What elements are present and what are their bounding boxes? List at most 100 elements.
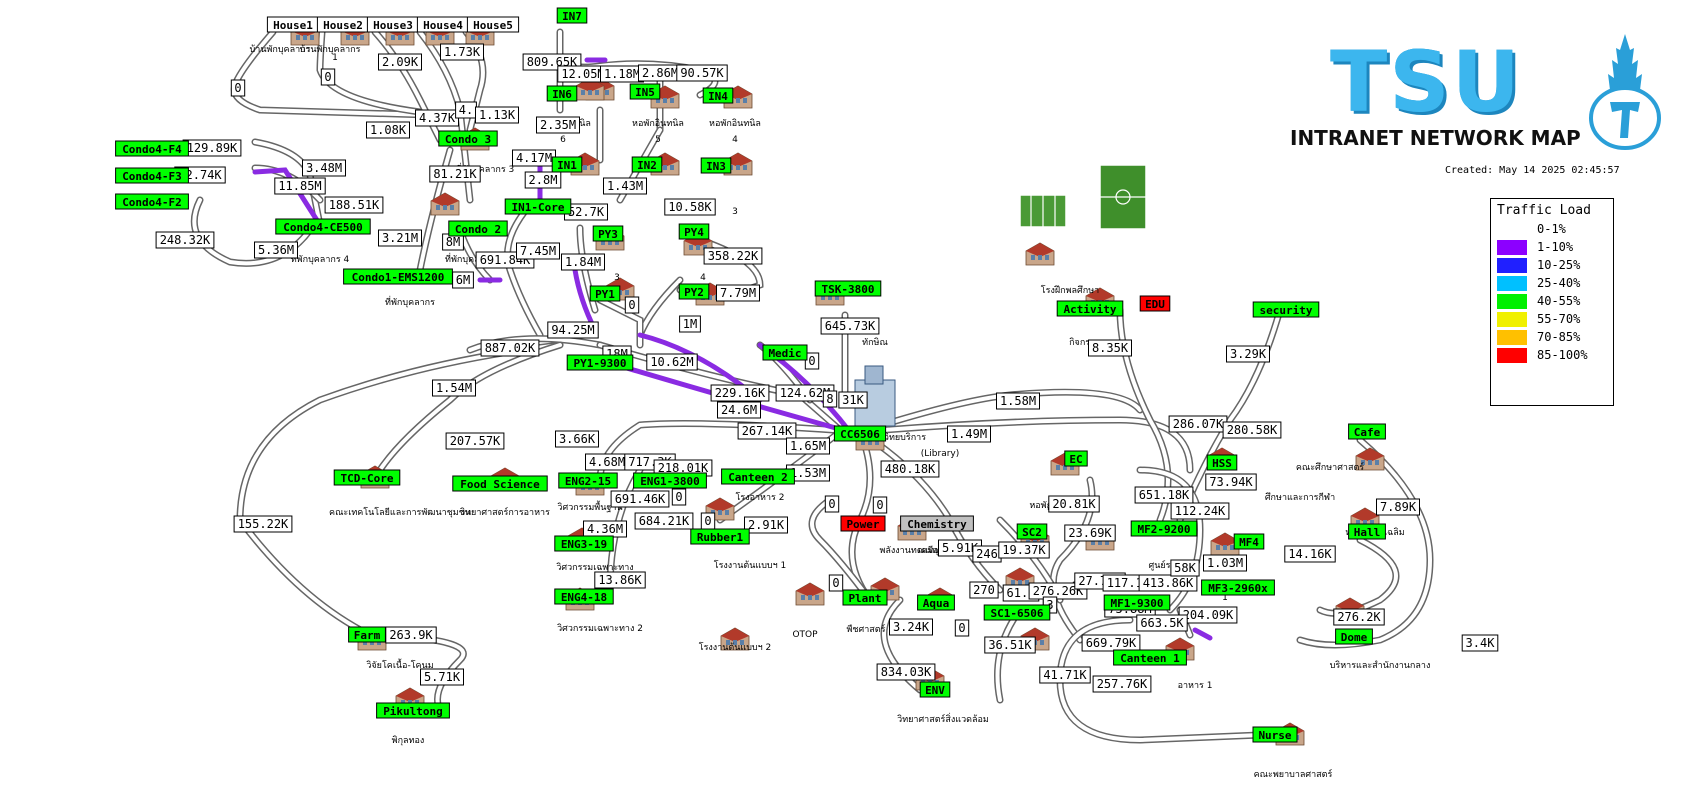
link-outline xyxy=(504,201,544,339)
network-node[interactable]: Nurse xyxy=(1252,726,1298,743)
traffic-label: 124.62M xyxy=(775,384,835,402)
network-node[interactable]: Cafe xyxy=(1348,423,1386,440)
network-node[interactable]: MF4 xyxy=(1233,533,1265,550)
network-node[interactable]: ENV xyxy=(919,681,951,698)
legend-row: 1-10% xyxy=(1497,239,1607,255)
network-node[interactable]: Medic xyxy=(762,344,808,361)
network-node[interactable]: EDU xyxy=(1139,295,1171,312)
node-label: PY1 xyxy=(595,288,615,301)
network-node[interactable]: MF3-2960x xyxy=(1201,579,1275,596)
building-caption: คณะเทคโนโลยีและการพัฒนาชุมชน xyxy=(329,507,471,518)
network-node[interactable]: IN2 xyxy=(631,156,663,173)
node-label: ENG2-15 xyxy=(565,475,611,488)
traffic-value: 4.17M xyxy=(516,151,552,165)
traffic-label: 267.14K xyxy=(737,422,797,440)
traffic-value: 286.07K xyxy=(1173,417,1224,431)
traffic-value: 129.89K xyxy=(187,141,238,155)
network-node[interactable]: IN5 xyxy=(629,83,661,100)
network-node[interactable]: Dome xyxy=(1335,628,1373,645)
traffic-value: 8.35K xyxy=(1092,341,1129,355)
traffic-value: 5.36M xyxy=(258,243,294,257)
network-node[interactable]: ENG2-15 xyxy=(558,472,618,489)
traffic-value: 8 xyxy=(826,392,833,406)
link-tube xyxy=(505,203,542,337)
network-node[interactable]: IN1-Core xyxy=(504,198,572,215)
network-node[interactable]: Aqua xyxy=(917,594,955,611)
network-node[interactable]: TCD-Core xyxy=(333,469,401,486)
network-node[interactable]: Plant xyxy=(842,589,888,606)
network-node[interactable]: ENG1-3800 xyxy=(633,472,707,489)
legend-label: 70-85% xyxy=(1537,330,1581,344)
traffic-label: 58K xyxy=(1170,559,1200,577)
building-caption: วิศวกรรมพื้นฐาน xyxy=(557,500,622,513)
network-node[interactable]: Condo 3 xyxy=(438,130,498,147)
network-node[interactable]: Rubber1 xyxy=(690,528,750,545)
network-node[interactable]: PY1 xyxy=(589,285,621,302)
building-caption: วิศวกรรมเฉพาะทาง 2 xyxy=(557,623,643,634)
network-node[interactable]: Food Science xyxy=(452,475,548,492)
network-node[interactable]: Condo 2 xyxy=(448,220,508,237)
network-node[interactable]: SC1-6506 xyxy=(983,604,1051,621)
network-node[interactable]: Canteen 2 xyxy=(721,468,795,485)
network-node[interactable]: House5 xyxy=(466,16,520,33)
node-label: House3 xyxy=(373,19,413,32)
traffic-value: 263.9K xyxy=(389,628,433,642)
traffic-label: 3.66K xyxy=(555,430,599,448)
network-node[interactable]: MF1-9300 xyxy=(1103,594,1171,611)
node-label: ENG1-3800 xyxy=(640,475,700,488)
network-node[interactable]: Hall xyxy=(1348,523,1386,540)
network-node[interactable]: Pikultong xyxy=(376,702,450,719)
network-node[interactable]: PY1-9300 xyxy=(566,354,634,371)
network-node[interactable]: House1 xyxy=(266,16,320,33)
network-node[interactable]: IN6 xyxy=(546,85,578,102)
network-node[interactable]: Canteen 1 xyxy=(1113,649,1187,666)
network-node[interactable]: IN3 xyxy=(700,157,732,174)
link-tube xyxy=(1298,438,1433,647)
traffic-value: 0 xyxy=(234,81,241,95)
network-node[interactable]: HSS xyxy=(1206,454,1238,471)
football-field-icon xyxy=(1099,164,1147,230)
traffic-value: 13.86K xyxy=(598,573,642,587)
node-label: IN3 xyxy=(706,160,726,173)
traffic-value: 2.35M xyxy=(540,118,576,132)
network-node[interactable]: House3 xyxy=(366,16,420,33)
network-node[interactable]: PY3 xyxy=(592,225,624,242)
traffic-label: 0 xyxy=(804,352,820,370)
network-node[interactable]: House4 xyxy=(416,16,470,33)
network-node[interactable]: Condo4-F2 xyxy=(115,193,189,210)
traffic-value: 11.85M xyxy=(278,179,321,193)
legend-swatch xyxy=(1497,330,1527,345)
traffic-value: 52.7K xyxy=(568,205,605,219)
building-caption: วิจัยโคเนื้อ-โคนม xyxy=(366,658,433,671)
network-node[interactable]: Condo1-EMS1200 xyxy=(343,268,453,285)
network-node[interactable]: Condo4-F4 xyxy=(115,140,189,157)
network-node[interactable]: IN4 xyxy=(702,87,734,104)
network-node[interactable]: Farm xyxy=(348,626,386,643)
network-node[interactable]: Condo4-CE500 xyxy=(275,218,371,235)
network-node[interactable]: security xyxy=(1252,301,1320,318)
node-label: ENG3-19 xyxy=(561,538,607,551)
traffic-value: 663.5K xyxy=(1140,616,1184,630)
network-node[interactable]: Power xyxy=(840,515,886,532)
traffic-label: 1.65M xyxy=(786,437,830,455)
network-node[interactable]: PY4 xyxy=(678,223,710,240)
network-node[interactable]: CC6506 xyxy=(833,425,887,442)
traffic-label: 20.81K xyxy=(1048,495,1100,513)
traffic-label: 7.89K xyxy=(1376,498,1420,516)
network-node[interactable]: ENG4-18 xyxy=(554,588,614,605)
network-node[interactable]: IN1 xyxy=(551,156,583,173)
network-node[interactable]: Chemistry xyxy=(900,515,974,532)
network-node[interactable]: Condo4-F3 xyxy=(115,167,189,184)
traffic-label: 188.51K xyxy=(324,196,384,214)
link-tube xyxy=(378,343,562,472)
network-node[interactable]: SC2 xyxy=(1016,523,1048,540)
network-node[interactable]: TSK-3800 xyxy=(814,280,882,297)
network-node[interactable]: House2 xyxy=(316,16,370,33)
network-node[interactable]: ENG3-19 xyxy=(554,535,614,552)
network-node[interactable]: IN7 xyxy=(556,7,588,24)
network-node[interactable]: MF2-9200 xyxy=(1130,520,1198,537)
network-node[interactable]: Activity xyxy=(1056,300,1124,317)
network-node[interactable]: PY2 xyxy=(678,283,710,300)
network-node[interactable]: EC xyxy=(1064,450,1088,467)
